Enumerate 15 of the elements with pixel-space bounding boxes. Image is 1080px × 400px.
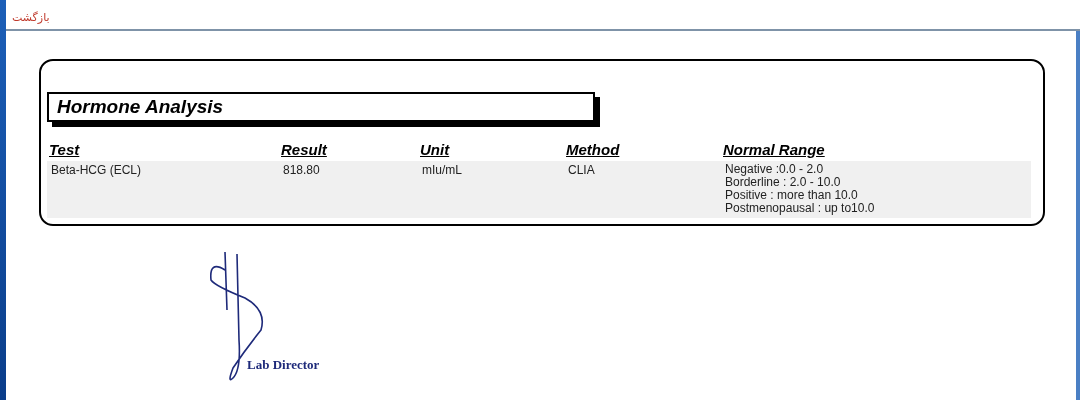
table-cell-text: CLIA — [568, 163, 595, 177]
range-line: Positive : more than 10.0 — [725, 189, 858, 202]
column-header: Normal Range — [723, 141, 825, 158]
column-header: Unit — [420, 141, 450, 158]
column-header: Test — [49, 141, 80, 158]
column-header: Method — [566, 141, 620, 158]
signature-caption: Lab Director — [247, 357, 320, 373]
range-line: Borderline : 2.0 - 10.0 — [725, 176, 841, 189]
table-cell-text: mIu/mL — [422, 163, 462, 177]
table-cell-text: Beta-HCG (ECL) — [51, 163, 142, 177]
range-line: Postmenopausal : up to10.0 — [725, 202, 875, 215]
table-cell-text: 818.80 — [283, 163, 320, 177]
column-header: Result — [281, 141, 327, 158]
range-line: Negative :0.0 - 2.0 — [725, 163, 824, 176]
back-link: بازگشت — [12, 11, 50, 24]
